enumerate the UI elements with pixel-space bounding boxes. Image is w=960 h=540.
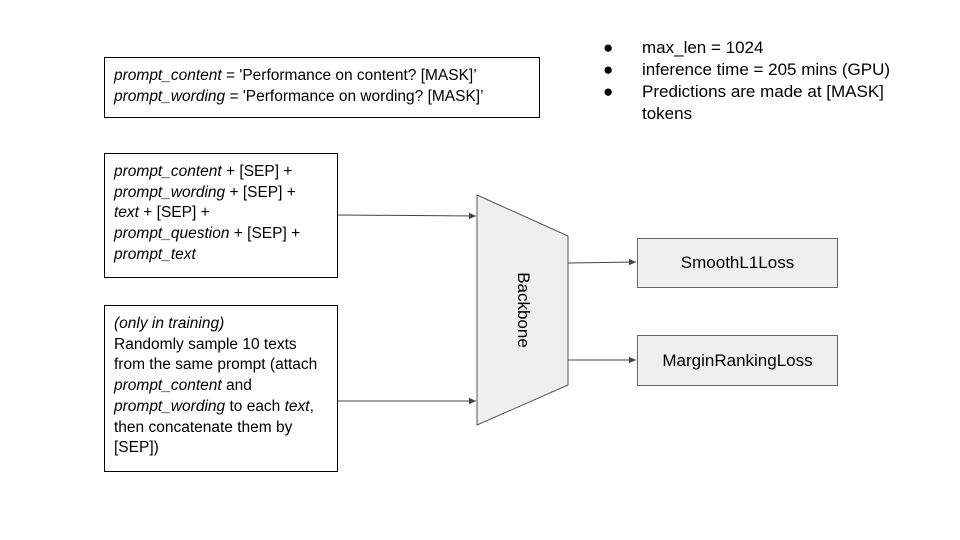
arrow-input-to-backbone [337,212,477,220]
input-var-text: text [114,204,139,222]
smoothl1loss-box: SmoothL1Loss [637,238,838,288]
prompt-wording-var: prompt_wording [114,87,226,105]
input-sequence-box: prompt_content + [SEP] + prompt_wording … [104,153,338,278]
input-var-prompt-question: prompt_question [114,225,230,243]
prompt-definitions-box: prompt_content = 'Performance on content… [104,57,540,118]
note-item: ●Predictions are made at [MASK] tokens [603,82,884,123]
backbone-label: Backbone [514,272,533,348]
sampling-description: Randomly sample 10 texts from the same p… [114,335,318,457]
prompt-wording-line: prompt_wording = 'Performance on wording… [114,87,530,108]
training-sampling-box: (only in training) Randomly sample 10 te… [104,305,338,472]
prompt-content-line: prompt_content = 'Performance on content… [114,66,530,87]
note-item: ●max_len = 1024 [603,38,764,57]
bullet-icon: ● [603,60,614,79]
input-sep-1: + [SEP] + [221,163,293,180]
prompt-wording-def: = 'Performance on wording? [MASK]’ [225,87,484,105]
bullet-icon: ● [603,82,614,101]
notes-list: ●max_len = 1024 ●inference time = 205 mi… [603,37,933,125]
input-sep-3: + [SEP] + [138,204,210,222]
note-item: ●inference time = 205 mins (GPU) [603,60,891,79]
training-only-note: (only in training) [114,315,225,332]
prompt-content-var: prompt_content [114,67,222,84]
bullet-icon: ● [603,38,614,57]
marginrankingloss-box: MarginRankingLoss [637,335,838,386]
backbone-trapezoid [476,194,569,426]
input-sep-4: + [SEP] + [229,225,301,243]
arrow-backbone-to-smoothl1 [567,258,637,266]
input-sep-2: + [SEP] + [225,183,296,201]
input-var-prompt-wording: prompt_wording [114,183,226,201]
input-var-prompt-content: prompt_content [114,163,222,180]
prompt-content-def: = 'Performance on content? [MASK]’ [221,67,477,84]
input-var-prompt-text: prompt_text [114,245,196,263]
